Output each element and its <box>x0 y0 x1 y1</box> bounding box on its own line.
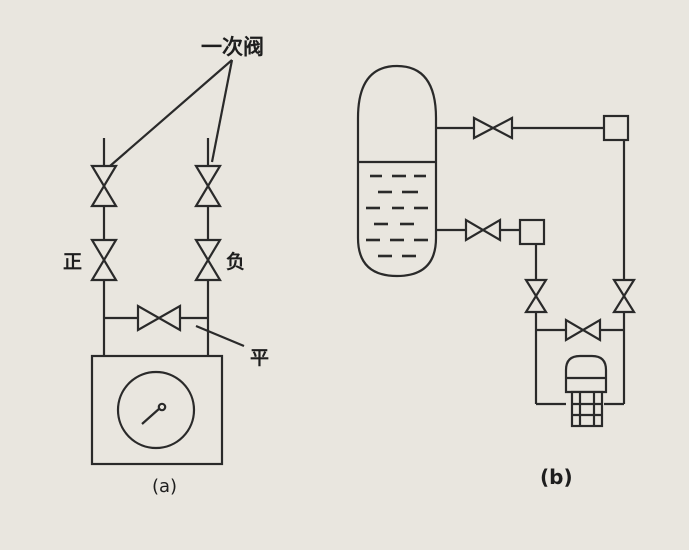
lower-condensate-pot <box>518 218 546 246</box>
right-primary-valve <box>194 164 222 208</box>
primary-valve-leader-left <box>109 59 233 167</box>
instrument-box <box>90 354 224 466</box>
diagram-a <box>90 59 245 466</box>
transmitter <box>564 354 608 428</box>
upper-tap-valve <box>472 116 514 140</box>
positive-label: 正 <box>63 251 82 273</box>
primary-valve-leader-right <box>210 59 234 163</box>
gauge-needle <box>141 407 161 425</box>
right-isolation-valve <box>612 278 636 314</box>
liquid-fill <box>366 174 428 258</box>
upper-condensate-pot <box>602 114 630 142</box>
caption-b: (b) <box>540 465 573 489</box>
positive-valve <box>90 238 118 282</box>
left-isolation-valve <box>524 278 548 314</box>
balance-valve-b <box>564 318 602 342</box>
diagram-b <box>356 64 636 428</box>
negative-label: 负 <box>226 250 245 273</box>
negative-valve <box>194 238 222 282</box>
left-primary-valve <box>90 164 118 208</box>
balance-leader <box>195 324 245 348</box>
gauge-dial <box>116 370 196 450</box>
primary-valve-label: 一次阀 <box>201 35 264 59</box>
gauge-needle-tip <box>157 402 167 412</box>
caption-a: (a) <box>152 476 177 497</box>
vessel <box>356 64 438 278</box>
lower-tap-valve <box>464 218 502 242</box>
balance-label: 平 <box>250 347 269 369</box>
balance-valve <box>136 304 182 332</box>
